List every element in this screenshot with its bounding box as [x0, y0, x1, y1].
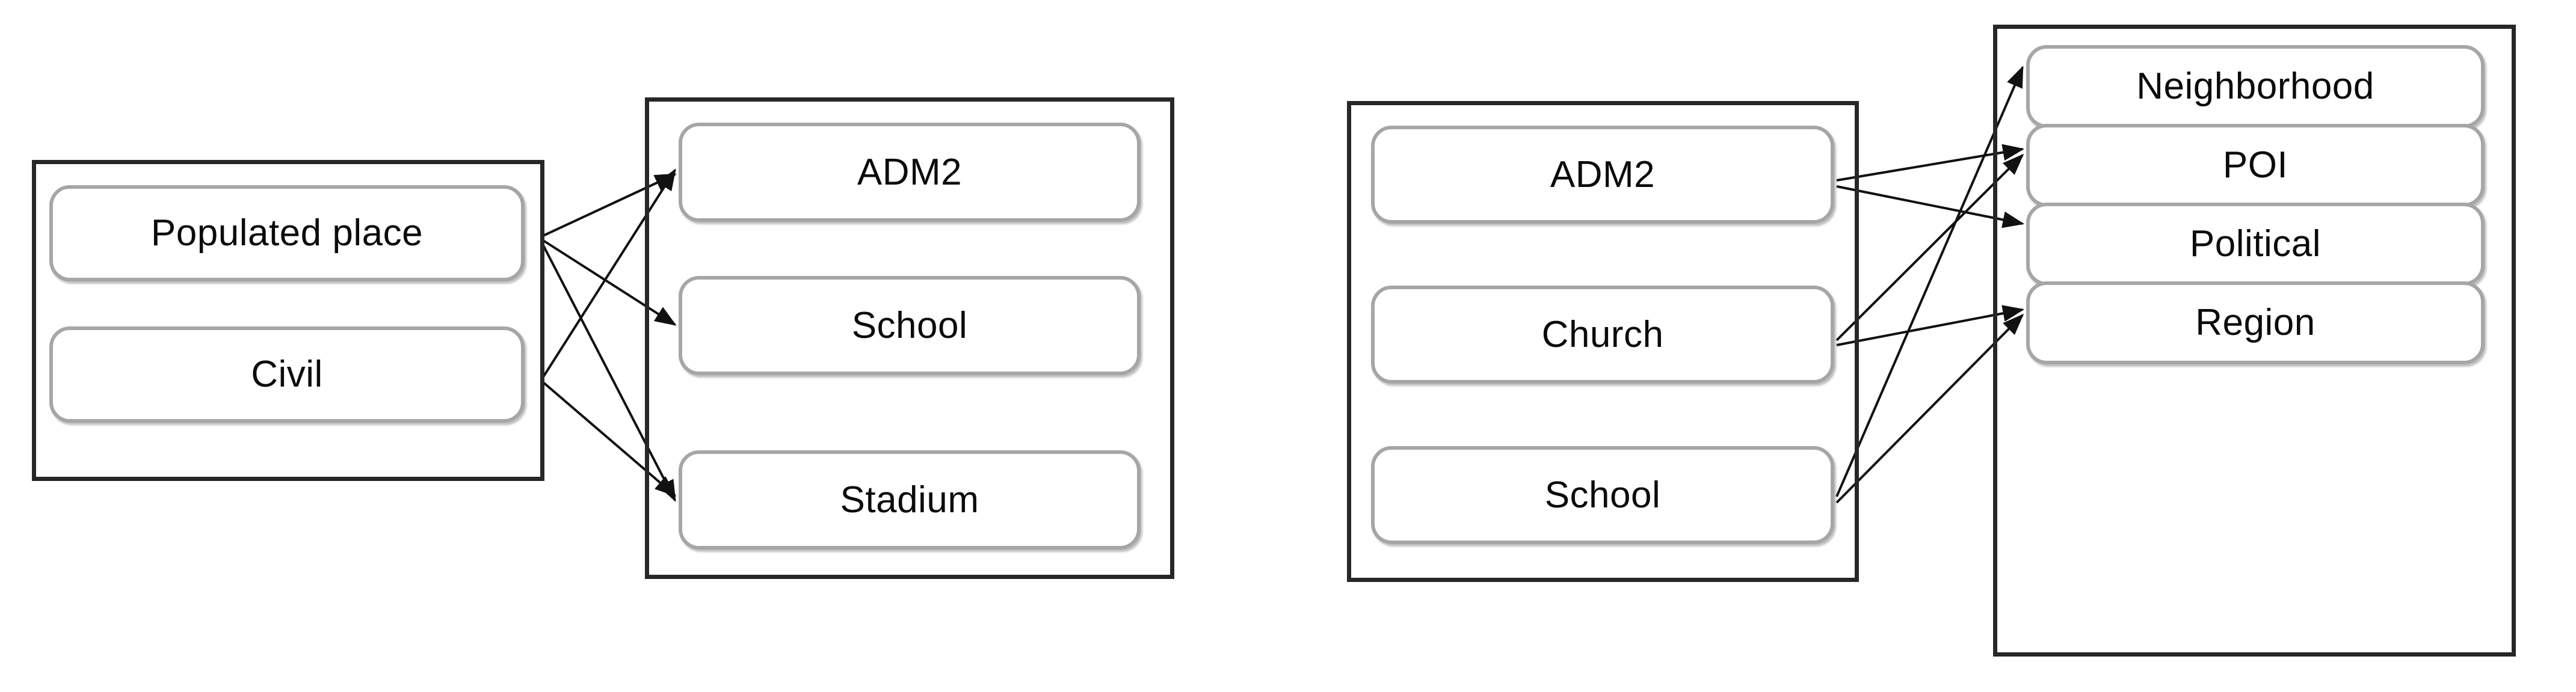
node-label-region: Region [2195, 302, 2316, 343]
node-poi[interactable]: POI [2026, 124, 2485, 207]
node-label-left-adm2: ADM2 [857, 151, 963, 193]
node-neighborhood[interactable]: Neighborhood [2026, 45, 2485, 128]
node-right-adm2[interactable]: ADM2 [1371, 126, 1834, 224]
node-left-school[interactable]: School [679, 276, 1141, 375]
node-label-civil: Civil [251, 354, 323, 395]
node-populated-place[interactable]: Populated place [49, 185, 525, 281]
node-label-left-stadium: Stadium [840, 479, 979, 521]
group-right-source [1347, 101, 1859, 582]
node-political[interactable]: Political [2026, 203, 2485, 286]
node-right-school[interactable]: School [1371, 446, 1834, 544]
node-label-left-school: School [851, 304, 968, 346]
node-label-political: Political [2189, 223, 2322, 265]
node-right-church[interactable]: Church [1371, 286, 1834, 384]
node-label-right-adm2: ADM2 [1550, 153, 1656, 195]
node-label-right-school: School [1544, 474, 1661, 516]
group-left-target [645, 97, 1174, 579]
node-region[interactable]: Region [2026, 281, 2485, 364]
node-label-neighborhood: Neighborhood [2136, 66, 2374, 107]
node-label-right-church: Church [1541, 313, 1664, 355]
node-label-poi: POI [2222, 144, 2288, 186]
node-left-adm2[interactable]: ADM2 [679, 123, 1141, 222]
node-civil[interactable]: Civil [49, 326, 525, 423]
group-left-source [32, 160, 544, 481]
group-right-target [1993, 25, 2516, 657]
node-label-populated-place: Populated place [150, 212, 424, 254]
node-left-stadium[interactable]: Stadium [679, 450, 1141, 550]
